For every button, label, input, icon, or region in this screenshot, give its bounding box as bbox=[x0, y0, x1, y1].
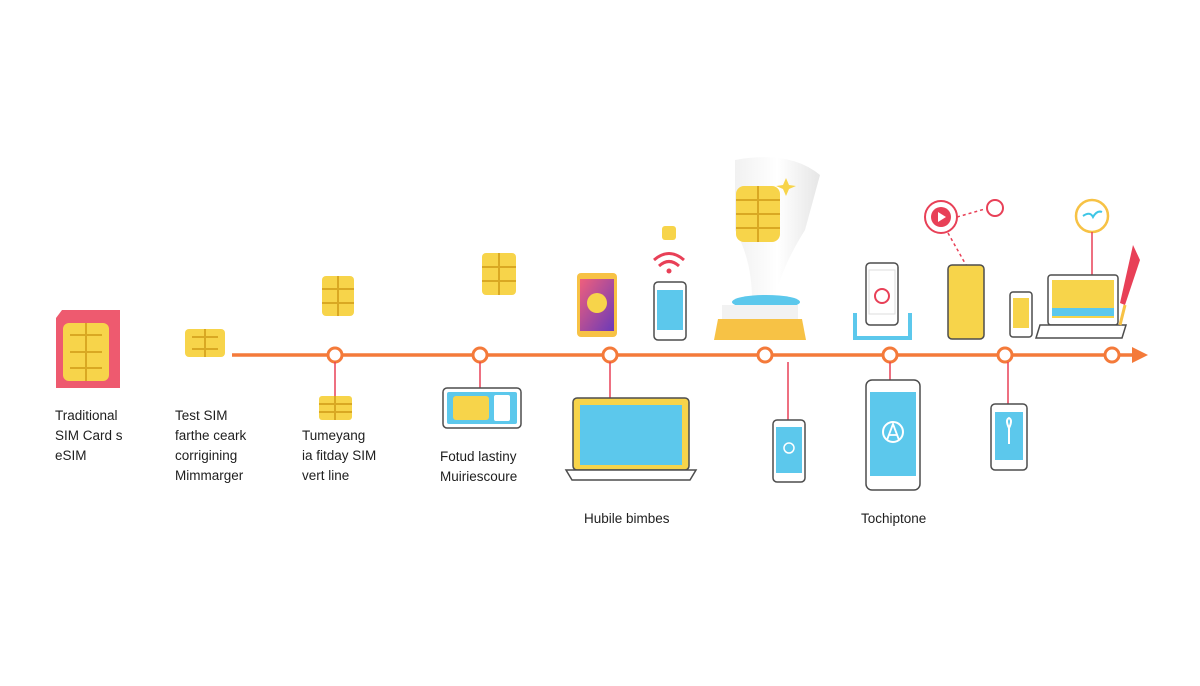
bird-icon bbox=[1074, 198, 1110, 275]
label-traditional-sim: Traditional SIM Card s eSIM bbox=[55, 408, 123, 463]
phone-icon bbox=[990, 403, 1028, 471]
label-hubile: Hubile bimbes bbox=[584, 511, 670, 526]
pen-icon bbox=[1118, 245, 1140, 326]
phone-icon bbox=[865, 379, 921, 491]
sim-card-icon bbox=[56, 310, 120, 388]
timeline-marker bbox=[326, 346, 344, 364]
chip-icon bbox=[322, 276, 354, 316]
label-test-sim: Test SIM farthe ceark corrigining Mimmar… bbox=[175, 408, 247, 483]
chip-icon bbox=[185, 329, 225, 357]
label-tochiptone: Tochiptone bbox=[861, 511, 927, 526]
timeline-marker bbox=[996, 346, 1014, 364]
laptop-icon bbox=[564, 397, 698, 481]
trophy-icon bbox=[714, 157, 820, 340]
chip-icon bbox=[319, 396, 352, 420]
phone-icon bbox=[653, 281, 687, 341]
timeline-marker bbox=[471, 346, 489, 364]
coin-icon bbox=[662, 226, 676, 240]
phone-icon bbox=[947, 264, 985, 340]
sim-tray-icon bbox=[442, 387, 522, 429]
wifi-icon bbox=[653, 252, 685, 274]
label-fotud: Fotud lastiny Muiriescoure bbox=[440, 449, 518, 484]
phone-icon bbox=[853, 262, 912, 340]
connector-lines bbox=[334, 362, 1009, 420]
timeline-marker bbox=[756, 346, 774, 364]
timeline-markers bbox=[326, 346, 1121, 364]
chip-icon bbox=[482, 253, 516, 295]
timeline-marker bbox=[1103, 346, 1121, 364]
phone-icon bbox=[772, 419, 806, 483]
timeline-marker bbox=[601, 346, 619, 364]
label-tumeyang: Tumeyang ia fitday SIM vert line bbox=[302, 428, 377, 483]
phone-icon bbox=[577, 273, 617, 337]
play-icon bbox=[924, 199, 1004, 266]
laptop-icon bbox=[1034, 274, 1128, 339]
timeline-marker bbox=[881, 346, 899, 364]
phone-icon bbox=[1009, 291, 1033, 338]
timeline-axis bbox=[232, 347, 1148, 363]
